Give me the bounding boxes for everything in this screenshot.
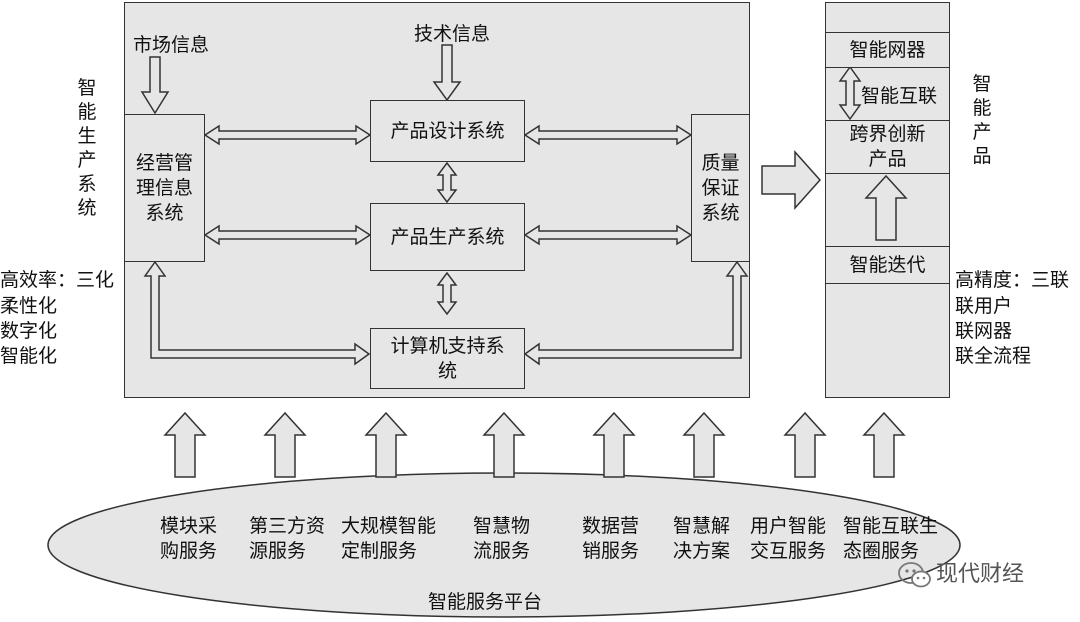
- l-arrow-mgmt-computer: [143, 260, 371, 366]
- efficiency-label-1: 高效率：三化: [0, 269, 115, 291]
- efficiency-label-2: 柔性化: [0, 295, 58, 317]
- quality-assurance-system: 质量 保证 系统: [691, 114, 750, 262]
- double-arrow-production-computer: [436, 271, 458, 316]
- product-design-system: 产品设计系统: [370, 100, 525, 162]
- tech-info-label: 技术信息: [414, 23, 491, 45]
- precision-label-4: 联全流程: [955, 345, 1032, 367]
- production-to-product-arrow: [761, 150, 822, 210]
- double-arrow-network-cross: [838, 65, 862, 121]
- service-module-procurement: 模块采 购服务: [160, 515, 218, 562]
- service-ecosystem: 智能互联生 态圈服务: [843, 515, 939, 562]
- production-system-side-label: 智能生产系统: [77, 77, 97, 219]
- precision-label-1: 高精度：三联: [955, 269, 1070, 291]
- service-third-party-resources: 第三方资 源服务: [249, 515, 326, 562]
- platform-up-arrow: [784, 412, 826, 478]
- efficiency-label-3: 数字化: [0, 320, 58, 342]
- computer-support-system: 计算机支持系 统: [370, 328, 525, 389]
- platform-up-arrow: [365, 412, 407, 478]
- tech-info-arrow: [432, 44, 462, 102]
- platform-up-arrow: [683, 412, 725, 478]
- double-arrow-mgmt-production: [203, 224, 372, 246]
- double-arrow-design-quality: [523, 124, 693, 146]
- platform-up-arrow: [264, 412, 306, 478]
- platform-up-arrow: [164, 412, 206, 478]
- efficiency-label-4: 智能化: [0, 345, 58, 367]
- double-arrow-mgmt-design: [203, 124, 372, 146]
- service-data-marketing: 数据营 销服务: [582, 515, 640, 562]
- service-user-interaction: 用户智能 交互服务: [750, 515, 827, 562]
- iteration-up-arrow: [864, 174, 908, 241]
- l-arrow-quality-computer: [523, 260, 749, 366]
- management-info-system: 经营管 理信息 系统: [124, 114, 205, 262]
- market-info-label: 市场信息: [133, 34, 210, 56]
- platform-up-arrow: [483, 412, 525, 478]
- platform-up-arrow: [863, 412, 905, 478]
- service-mass-customization: 大规模智能 定制服务: [341, 515, 437, 562]
- smart-network-device: 智能网器: [825, 32, 950, 68]
- cross-border-innovation-product: 跨界创新 产品: [825, 120, 950, 174]
- platform-title: 智能服务平台: [428, 591, 543, 613]
- smart-interconnect-label: 智能互联: [861, 85, 938, 107]
- service-smart-solutions: 智慧解 决方案: [673, 515, 731, 562]
- double-arrow-production-quality: [523, 224, 693, 246]
- precision-label-3: 联网器: [955, 320, 1013, 342]
- watermark-text: 现代财经: [936, 562, 1025, 587]
- market-info-arrow: [140, 56, 170, 115]
- service-smart-logistics: 智慧物 流服务: [473, 515, 531, 562]
- double-arrow-design-production: [436, 161, 458, 204]
- smart-iteration: 智能迭代: [825, 246, 950, 284]
- platform-up-arrow: [593, 412, 635, 478]
- wechat-icon: [898, 562, 931, 588]
- product-production-system: 产品生产系统: [370, 203, 525, 271]
- precision-label-2: 联用户: [955, 295, 1013, 317]
- product-system-side-label: 智能产品: [972, 73, 992, 167]
